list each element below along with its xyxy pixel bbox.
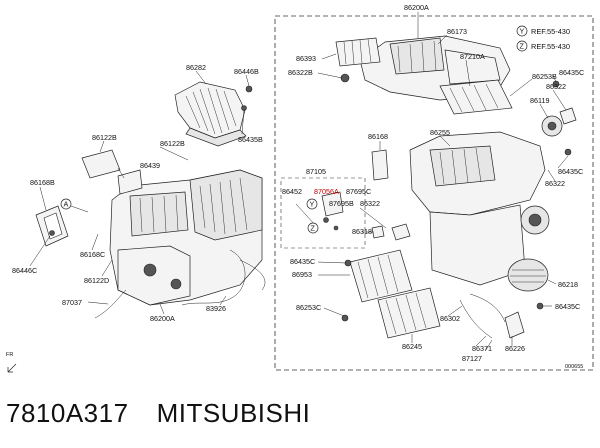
label-86302: 86302 <box>440 314 460 323</box>
duct-86282-part <box>174 81 247 147</box>
part-labels: 86200A 86173 86393 86322B 87210A 86253B … <box>12 3 584 370</box>
caption-part-number: 7810A317 <box>6 398 129 428</box>
evaporator-86953-part <box>349 249 413 303</box>
label-86122D: 86122D <box>84 276 109 285</box>
label-86168-r: 86168 <box>368 132 388 141</box>
filter-86393-part <box>335 37 381 67</box>
ref-z-text: REF.55-430 <box>531 42 570 51</box>
label-86439: 86439 <box>140 161 160 170</box>
label-code: 000655 <box>565 364 583 370</box>
label-87105: 87105 <box>306 167 326 176</box>
label-86322-r: 86322 <box>546 82 566 91</box>
part-86322-right <box>559 107 577 125</box>
label-86435C-r2: 86435C <box>558 167 583 176</box>
caption-brand: MITSUBISHI <box>156 398 311 428</box>
label-86322-r2: 86322 <box>545 179 565 188</box>
label-86168B: 86168B <box>30 178 55 187</box>
actuator-86322-center-part <box>391 223 411 241</box>
sub-dashed-box <box>280 177 366 249</box>
label-86122B-2: 86122B <box>160 139 185 148</box>
label-86200A-top: 86200A <box>404 3 429 12</box>
label-86253B: 86253B <box>532 72 557 81</box>
ref-y-text: REF.55-430 <box>531 27 570 36</box>
heater-unit-right-part <box>409 131 550 286</box>
label-86435C-c: 86435C <box>290 257 315 266</box>
label-86446B: 86446B <box>234 67 259 76</box>
label-86122B-1: 86122B <box>92 133 117 142</box>
label-86322B: 86322B <box>288 68 313 77</box>
harness-86302-part <box>459 293 506 339</box>
label-86435B: 86435B <box>238 135 263 144</box>
label-87210A: 87210A <box>460 52 485 61</box>
leader-lines <box>29 12 569 351</box>
hvac-exploded-diagram: A <box>6 3 594 373</box>
caption: 7810A317 MITSUBISHI <box>6 392 596 434</box>
label-87056A: 87056A <box>314 187 339 196</box>
label-86119: 86119 <box>530 96 549 105</box>
part-86318 <box>371 225 385 239</box>
label-86435C-r3: 86435C <box>555 302 580 311</box>
label-86255: 86255 <box>430 128 450 137</box>
label-86318: 86318 <box>352 227 372 236</box>
ref-z-letter: Z <box>520 42 525 51</box>
callout-a-label: A <box>64 200 69 209</box>
heater-core-86245-part <box>377 287 441 339</box>
label-86173: 86173 <box>447 27 467 36</box>
label-83926: 83926 <box>206 304 226 313</box>
label-86282: 86282 <box>186 63 206 72</box>
ref-y-letter: Y <box>520 27 525 36</box>
label-86452: 86452 <box>282 187 302 196</box>
filter-87210A-part <box>439 79 513 115</box>
actuator-86119-part <box>541 115 563 137</box>
label-86435C-r1: 86435C <box>559 68 584 77</box>
label-86200A-bot: 86200A <box>150 314 175 323</box>
label-86218: 86218 <box>558 280 578 289</box>
gasket-86168B-part <box>35 205 69 247</box>
label-86168C: 86168C <box>80 250 105 259</box>
callout-y-label: Y <box>310 200 315 209</box>
label-86953: 86953 <box>292 270 312 279</box>
label-86446C: 86446C <box>12 266 37 275</box>
bracket-86226-part <box>504 311 525 339</box>
part-86168-right <box>371 149 389 181</box>
blower-motor-86218-part <box>507 258 549 292</box>
label-87127: 87127 <box>462 354 482 363</box>
label-86393: 86393 <box>296 54 316 63</box>
bracket-86439-part <box>117 169 143 195</box>
label-87695B: 87695B <box>329 199 354 208</box>
callout-z-label: Z <box>311 224 316 233</box>
label-87037: 87037 <box>62 298 82 307</box>
front-direction-arrow: FR <box>6 352 17 373</box>
sub-box-parts <box>295 191 344 231</box>
label-86226: 86226 <box>505 344 525 353</box>
heater-unit-left-part <box>109 169 263 306</box>
hose-87037-part <box>94 289 127 319</box>
label-86245: 86245 <box>402 342 422 351</box>
label-86371: 86371 <box>472 344 492 353</box>
label-87695C: 87695C <box>346 187 371 196</box>
fr-label: FR <box>6 352 13 358</box>
label-86322-c: 86322 <box>360 199 380 208</box>
label-86253C: 86253C <box>296 303 321 312</box>
filter-86122B-part <box>81 149 121 179</box>
